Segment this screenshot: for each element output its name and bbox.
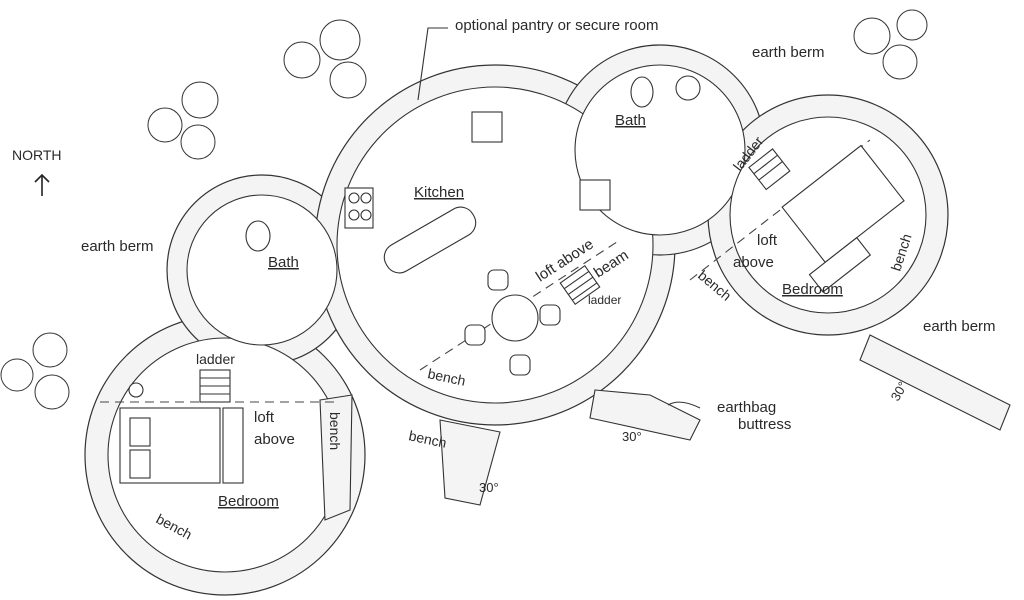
dining-set bbox=[464, 269, 561, 376]
tree-icon bbox=[180, 124, 216, 160]
bench-label: bench bbox=[426, 365, 467, 389]
tree-icon bbox=[882, 44, 918, 80]
bed-right bbox=[781, 144, 905, 293]
tree-icon bbox=[896, 9, 928, 41]
loft-label-right-1: loft bbox=[757, 232, 778, 249]
room-label-kitchen: Kitchen bbox=[414, 184, 464, 201]
loft-label-right-2: above bbox=[733, 254, 774, 271]
ladder-label-left: ladder bbox=[196, 351, 235, 367]
buttress-leader bbox=[667, 401, 701, 409]
pantry-leader bbox=[417, 27, 448, 101]
tree-cluster-left bbox=[0, 332, 70, 410]
room-label-bedroom-left: Bedroom bbox=[218, 493, 279, 510]
earth-berm-top: earth berm bbox=[752, 44, 825, 61]
tree-cluster-top bbox=[147, 19, 367, 160]
ladder-label-center: ladder bbox=[588, 293, 621, 307]
north-label: NORTH bbox=[12, 147, 62, 163]
tree-icon bbox=[181, 81, 219, 119]
loft-label-left-2: above bbox=[254, 431, 295, 448]
ladder-left bbox=[199, 369, 231, 403]
tree-icon bbox=[319, 19, 361, 61]
kitchen-fixtures bbox=[344, 111, 611, 274]
tree-icon bbox=[34, 374, 70, 410]
loft-line-center bbox=[419, 239, 621, 371]
ladder-right bbox=[748, 148, 791, 191]
earth-berm-left: earth berm bbox=[81, 238, 154, 255]
loft-label-left-1: loft bbox=[254, 409, 275, 426]
bench-label: bench bbox=[327, 412, 343, 450]
tree-icon bbox=[0, 358, 34, 392]
angle-label-1: 30° bbox=[479, 480, 499, 495]
angle-label-2: 30° bbox=[622, 429, 642, 444]
bed-left bbox=[119, 407, 244, 484]
bench-label: bench bbox=[407, 427, 448, 451]
toilet-right bbox=[630, 76, 654, 108]
buttresses bbox=[319, 334, 1011, 521]
room-label-bedroom-right: Bedroom bbox=[782, 281, 843, 298]
north-arrow-icon bbox=[34, 173, 50, 196]
tree-icon bbox=[147, 107, 183, 143]
toilet-left bbox=[245, 220, 271, 252]
sink-right bbox=[675, 75, 701, 101]
tree-icon bbox=[32, 332, 68, 368]
column-left bbox=[128, 382, 144, 398]
room-label-bath-left: Bath bbox=[268, 254, 299, 271]
tree-icon bbox=[853, 17, 891, 55]
tree-cluster-right bbox=[853, 9, 928, 80]
room-label-bath-right: Bath bbox=[615, 112, 646, 129]
earth-berm-right: earth berm bbox=[923, 318, 996, 335]
buttress-label-line2: buttress bbox=[738, 416, 791, 433]
tree-icon bbox=[283, 41, 321, 79]
tree-icon bbox=[329, 61, 367, 99]
ladder-center bbox=[559, 264, 601, 306]
buttress-label-line1: earthbag bbox=[717, 399, 776, 416]
loft-line-right bbox=[689, 139, 871, 281]
pantry-callout: optional pantry or secure room bbox=[455, 17, 658, 34]
